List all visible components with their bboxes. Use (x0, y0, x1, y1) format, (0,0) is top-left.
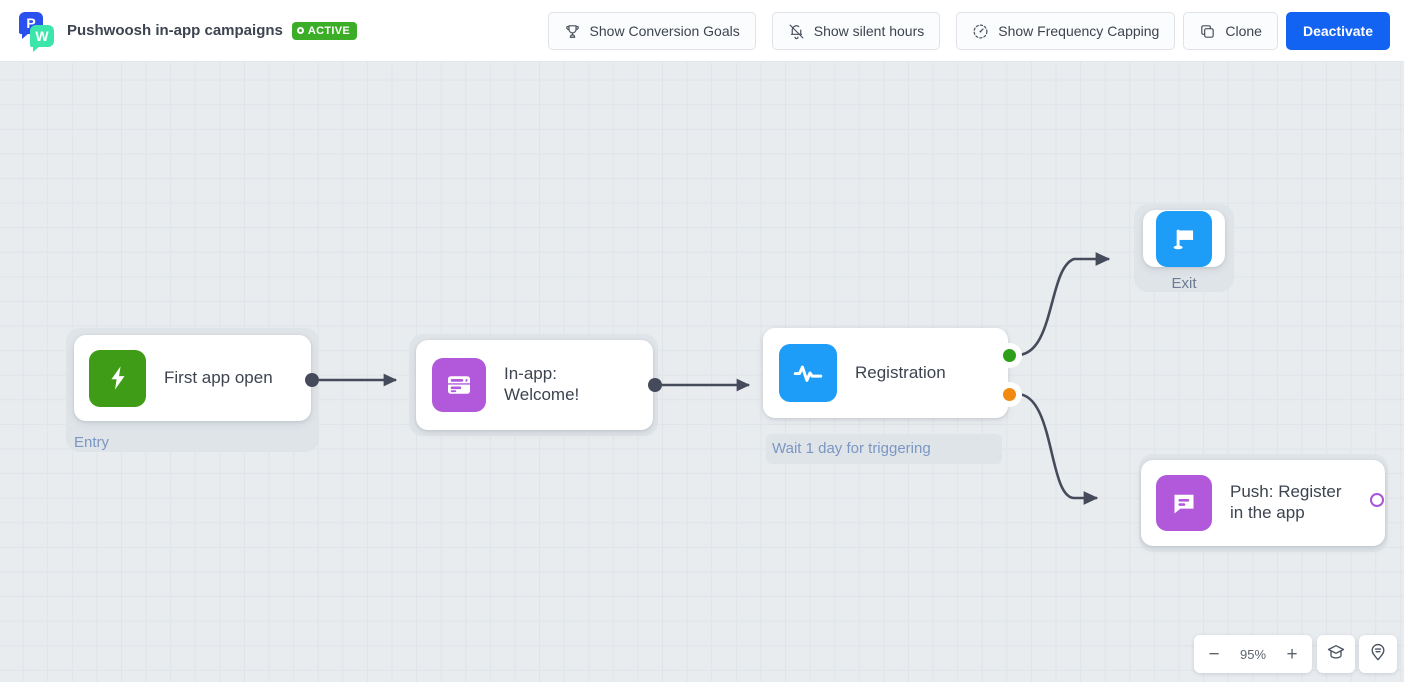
pushwoosh-logo-icon: P W (17, 11, 55, 52)
port-push-out[interactable] (1370, 493, 1384, 507)
status-badge-label: ACTIVE (307, 24, 350, 37)
journey-canvas[interactable]: Entry First app open (0, 62, 1404, 682)
flag-icon (1156, 210, 1212, 267)
map-pin-legend-icon (1368, 642, 1388, 667)
port-inapp-out[interactable] (648, 378, 662, 392)
node-inapp-welcome[interactable]: In-app: Welcome! (416, 340, 653, 430)
node-registration-title: Registration (855, 362, 946, 382)
node-registration[interactable]: Registration (763, 328, 1008, 418)
node-inapp-welcome-title: In-app: Welcome! (504, 364, 580, 404)
show-frequency-capping-label: Show Frequency Capping (998, 23, 1160, 39)
deactivate-button[interactable]: Deactivate (1285, 12, 1390, 50)
node-group-registration (766, 434, 1002, 464)
trophy-icon (564, 23, 581, 40)
edge-registration-to-exit (1016, 252, 1111, 357)
node-push-register[interactable]: Push: Register in the app (1141, 460, 1385, 546)
node-exit-card (1143, 210, 1225, 267)
graduation-cap-icon (1326, 642, 1346, 667)
event-pulse-icon (779, 344, 837, 402)
node-exit-label: Exit (1171, 275, 1197, 292)
port-registration-fallback[interactable] (1003, 388, 1016, 401)
zoom-in-button[interactable]: + (1286, 643, 1298, 665)
node-first-app-open[interactable]: First app open (74, 335, 311, 421)
node-group-entry-label: Entry (74, 434, 110, 451)
zoom-level: 95% (1239, 646, 1267, 662)
clone-label: Clone (1225, 23, 1262, 39)
journey-edges (312, 252, 1111, 505)
zoom-controls: − 95% + (1194, 635, 1312, 673)
show-conversion-goals-button[interactable]: Show Conversion Goals (547, 12, 756, 50)
status-badge: ACTIVE (291, 21, 357, 40)
bell-muted-icon (788, 23, 805, 40)
node-group-registration-label: Wait 1 day for triggering (772, 440, 931, 457)
node-push-register-title: Push: Register in the app (1230, 482, 1342, 522)
legend-button[interactable] (1359, 635, 1397, 673)
page-title: Pushwoosh in-app campaigns (67, 22, 283, 39)
deactivate-label: Deactivate (1302, 23, 1373, 39)
lightning-bolt-icon (89, 349, 146, 407)
port-registration-success[interactable] (1003, 349, 1016, 362)
node-first-app-open-title: First app open (164, 367, 273, 387)
node-exit[interactable]: Exit (1134, 204, 1234, 292)
app-header: P W Pushwoosh in-app campaigns ACTIVE (0, 0, 1404, 62)
logo-letter-w: W (35, 27, 49, 44)
in-app-message-icon (432, 358, 486, 412)
header-toolbar: Show Conversion Goals Show silent hours (532, 0, 1390, 62)
gauge-icon (972, 23, 989, 40)
status-dot-icon (296, 27, 304, 34)
show-silent-hours-label: Show silent hours (813, 23, 925, 39)
clone-button[interactable]: Clone (1183, 12, 1278, 50)
logo-letter-p: P (26, 14, 36, 31)
show-conversion-goals-label: Show Conversion Goals (589, 23, 740, 39)
zoom-out-button[interactable]: − (1208, 643, 1220, 665)
show-frequency-capping-button[interactable]: Show Frequency Capping (956, 12, 1176, 50)
push-message-icon (1156, 475, 1212, 531)
port-entry-out[interactable] (305, 373, 319, 387)
help-button[interactable] (1317, 635, 1355, 673)
copy-icon (1199, 23, 1216, 40)
show-silent-hours-button[interactable]: Show silent hours (771, 12, 941, 50)
edge-registration-to-push (1016, 392, 1099, 505)
